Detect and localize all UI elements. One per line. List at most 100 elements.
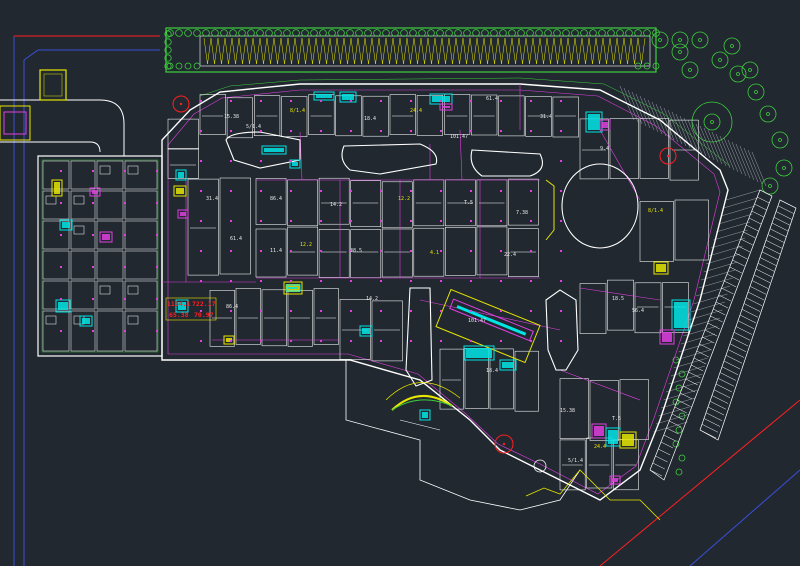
tree-symbol [562, 29, 570, 37]
unit-area-label: 11.4 [270, 248, 282, 254]
tree-symbol [607, 29, 615, 37]
column-mark [470, 130, 472, 132]
strip-triangle [399, 37, 408, 65]
column-mark [200, 100, 202, 102]
left-room [70, 220, 96, 250]
column-mark [260, 310, 262, 312]
tree-symbol [319, 29, 327, 37]
tree-symbol [535, 29, 543, 37]
hatch-line [711, 131, 727, 167]
service-core-fill [502, 362, 514, 368]
tree-symbol [184, 29, 192, 37]
strip-triangle [623, 37, 632, 65]
column-mark [260, 250, 262, 252]
shop-unit [489, 348, 514, 410]
hatch-line [673, 357, 708, 369]
hatch-line [739, 145, 755, 181]
strip-triangle [455, 37, 464, 65]
strip-triangle [413, 37, 422, 65]
service-core [261, 145, 287, 155]
parking-stall-line [677, 399, 690, 407]
parking-stall-line [663, 434, 676, 442]
service-core-fill [362, 328, 370, 334]
strip-triangle [224, 37, 233, 65]
hatch-line [680, 333, 716, 345]
hatch-line [679, 115, 695, 151]
hatch-line [660, 397, 696, 409]
strip-triangle [602, 37, 611, 65]
tree-symbol [164, 38, 172, 46]
service-core-fill [674, 302, 688, 328]
small-tree [678, 370, 686, 378]
parking-stall-line [743, 303, 761, 312]
hatch-line [719, 135, 735, 171]
shop-unit [552, 96, 579, 138]
unit-area-label: 12.2 [300, 242, 312, 248]
strip-triangle [441, 37, 450, 65]
column-mark [410, 280, 412, 282]
column-mark [530, 220, 532, 222]
tree-symbol [400, 29, 408, 37]
column-mark [230, 190, 232, 192]
service-core [285, 284, 301, 292]
shop-unit [413, 227, 445, 277]
service-core [671, 299, 691, 331]
column-mark [380, 310, 382, 312]
column-mark [440, 280, 442, 282]
parking-stall-line [748, 217, 762, 225]
column-mark [230, 160, 232, 162]
column-mark [470, 280, 472, 282]
column-mark [500, 310, 502, 312]
unit-area-label: 15.38 [560, 408, 575, 414]
tree-canopy [671, 43, 689, 61]
tree-symbol [598, 29, 606, 37]
tree-symbol [184, 62, 192, 70]
strip-triangle [462, 37, 471, 65]
tree-symbol [625, 29, 633, 37]
strip-triangle [434, 37, 443, 65]
hatch-line [699, 125, 715, 161]
mall-outline-magenta [167, 89, 721, 495]
shop-unit [498, 95, 525, 137]
tree-symbol [382, 29, 390, 37]
strip-triangle [469, 37, 478, 65]
parking-stall-line [660, 441, 674, 449]
strip-triangle [630, 37, 639, 65]
tree-symbol [202, 29, 210, 37]
hatch-line [707, 129, 723, 165]
hatch-line [751, 151, 767, 187]
strip-triangle [322, 37, 331, 65]
strip-triangle [532, 37, 541, 65]
hatch-line [653, 421, 688, 433]
strip-triangle [343, 37, 352, 65]
column-mark [60, 266, 62, 268]
service-core-fill [176, 188, 184, 194]
left-room-fixture [73, 225, 85, 235]
tree-symbol [364, 29, 372, 37]
parking-stall-line [726, 273, 740, 281]
column-mark [320, 130, 322, 132]
hatch-line [747, 149, 763, 185]
left-room [70, 250, 96, 280]
column-mark [92, 298, 94, 300]
column-mark [500, 190, 502, 192]
tree-symbol [409, 29, 417, 37]
strip-triangle [483, 37, 492, 65]
parking-stall-line [717, 378, 735, 387]
column-mark [320, 190, 322, 192]
column-mark [380, 100, 382, 102]
tree-canopy [771, 131, 789, 149]
column-mark [320, 100, 322, 102]
shop-unit [634, 282, 662, 334]
tree-symbol [634, 29, 642, 37]
parking-stall-line [669, 420, 682, 428]
red-area-label-3: 65.38 [169, 311, 189, 319]
hatch-line [715, 133, 731, 169]
column-mark [560, 130, 562, 132]
service-core [339, 91, 357, 103]
parking-stall-line [773, 217, 791, 226]
shop-unit [209, 290, 235, 347]
unit-area-label: 61.4 [230, 236, 242, 242]
left-room [42, 220, 70, 250]
